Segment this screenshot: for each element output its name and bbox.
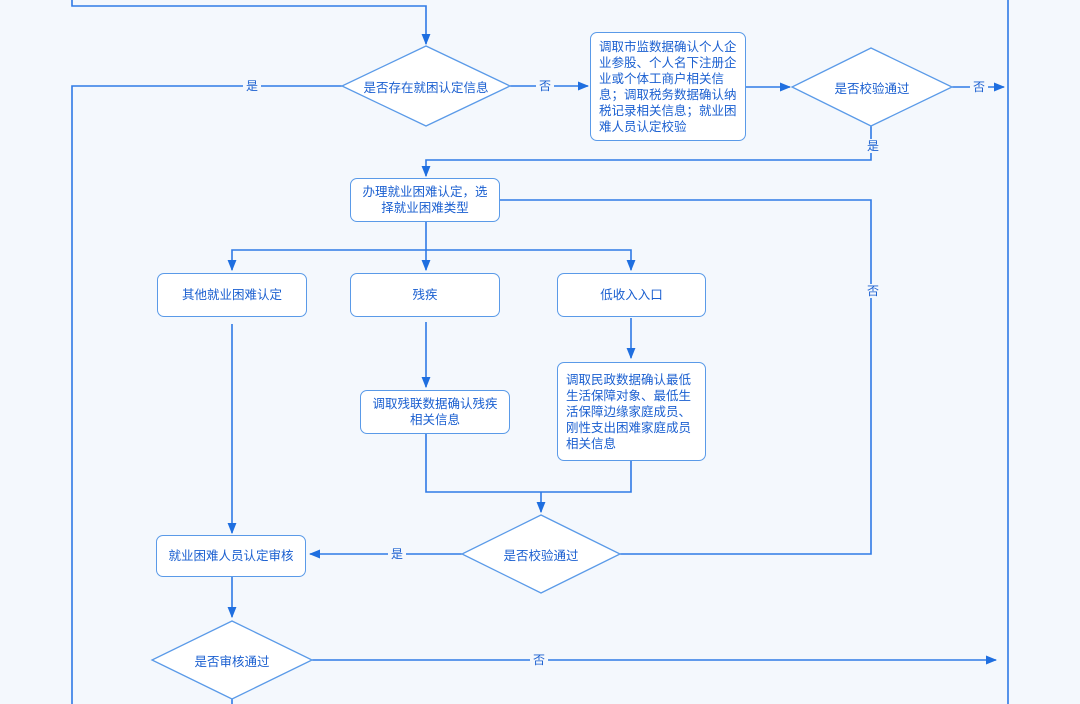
connector-top-in bbox=[71, 0, 431, 46]
label-yes-left: 是 bbox=[243, 79, 262, 93]
diamond-exists-text: 是否存在就困认定信息 bbox=[363, 79, 489, 95]
box-other: 其他就业困难认定 bbox=[157, 273, 307, 317]
label-no-review: 否 bbox=[530, 653, 549, 667]
box-low-income: 低收入入口 bbox=[557, 273, 706, 317]
box-disabled: 残疾 bbox=[350, 273, 500, 317]
box-call-market-text: 调取市监数据确认个人企业参股、个人名下注册企业或个体工商户相关信息；调取税务数据… bbox=[599, 38, 737, 134]
label-yes-mid: 是 bbox=[388, 547, 407, 561]
box-review-text: 就业困难人员认定审核 bbox=[168, 548, 294, 563]
diamond-verify-mid bbox=[460, 514, 622, 594]
box-handle-text: 办理就业困难认定，选择就业困难类型 bbox=[362, 184, 488, 215]
box-review: 就业困难人员认定审核 bbox=[156, 535, 306, 577]
diamond-verify-top bbox=[790, 47, 954, 127]
diamond-verify-top-text: 是否校验通过 bbox=[834, 80, 910, 96]
box-call-market: 调取市监数据确认个人企业参股、个人名下注册企业或个体工商户相关信息；调取税务数据… bbox=[590, 32, 746, 141]
diamond-verify-mid-text: 是否校验通过 bbox=[503, 547, 579, 563]
connector-no-loop bbox=[478, 195, 872, 555]
diamond-review-text: 是否审核通过 bbox=[194, 653, 270, 669]
connector-yes-left bbox=[71, 85, 342, 704]
connector-merge-b bbox=[541, 461, 632, 493]
box-call-civil: 调取民政数据确认最低生活保障对象、最低生活保障边缘家庭成员、刚性支出困难家庭成员… bbox=[557, 362, 706, 461]
box-call-disabled-text: 调取残联数据确认残疾相关信息 bbox=[372, 396, 498, 427]
label-yes-top: 是 bbox=[864, 139, 883, 153]
label-no-loop: 否 bbox=[864, 284, 883, 298]
connector-split-right bbox=[426, 249, 636, 272]
box-handle: 办理就业困难认定，选择就业困难类型 bbox=[350, 178, 500, 222]
label-no-exists: 否 bbox=[536, 79, 555, 93]
label-no-top-right: 否 bbox=[970, 80, 989, 94]
box-disabled-text: 残疾 bbox=[412, 287, 438, 302]
diamond-exists bbox=[340, 45, 512, 127]
box-low-income-text: 低收入入口 bbox=[600, 287, 663, 302]
box-call-disabled: 调取残联数据确认残疾相关信息 bbox=[360, 390, 510, 434]
connector-merge-a bbox=[425, 434, 541, 493]
connector-split-left bbox=[227, 249, 426, 272]
box-other-text: 其他就业困难认定 bbox=[181, 287, 282, 302]
diamond-review bbox=[150, 620, 314, 700]
box-call-civil-text: 调取民政数据确认最低生活保障对象、最低生活保障边缘家庭成员、刚性支出困难家庭成员… bbox=[566, 371, 692, 451]
